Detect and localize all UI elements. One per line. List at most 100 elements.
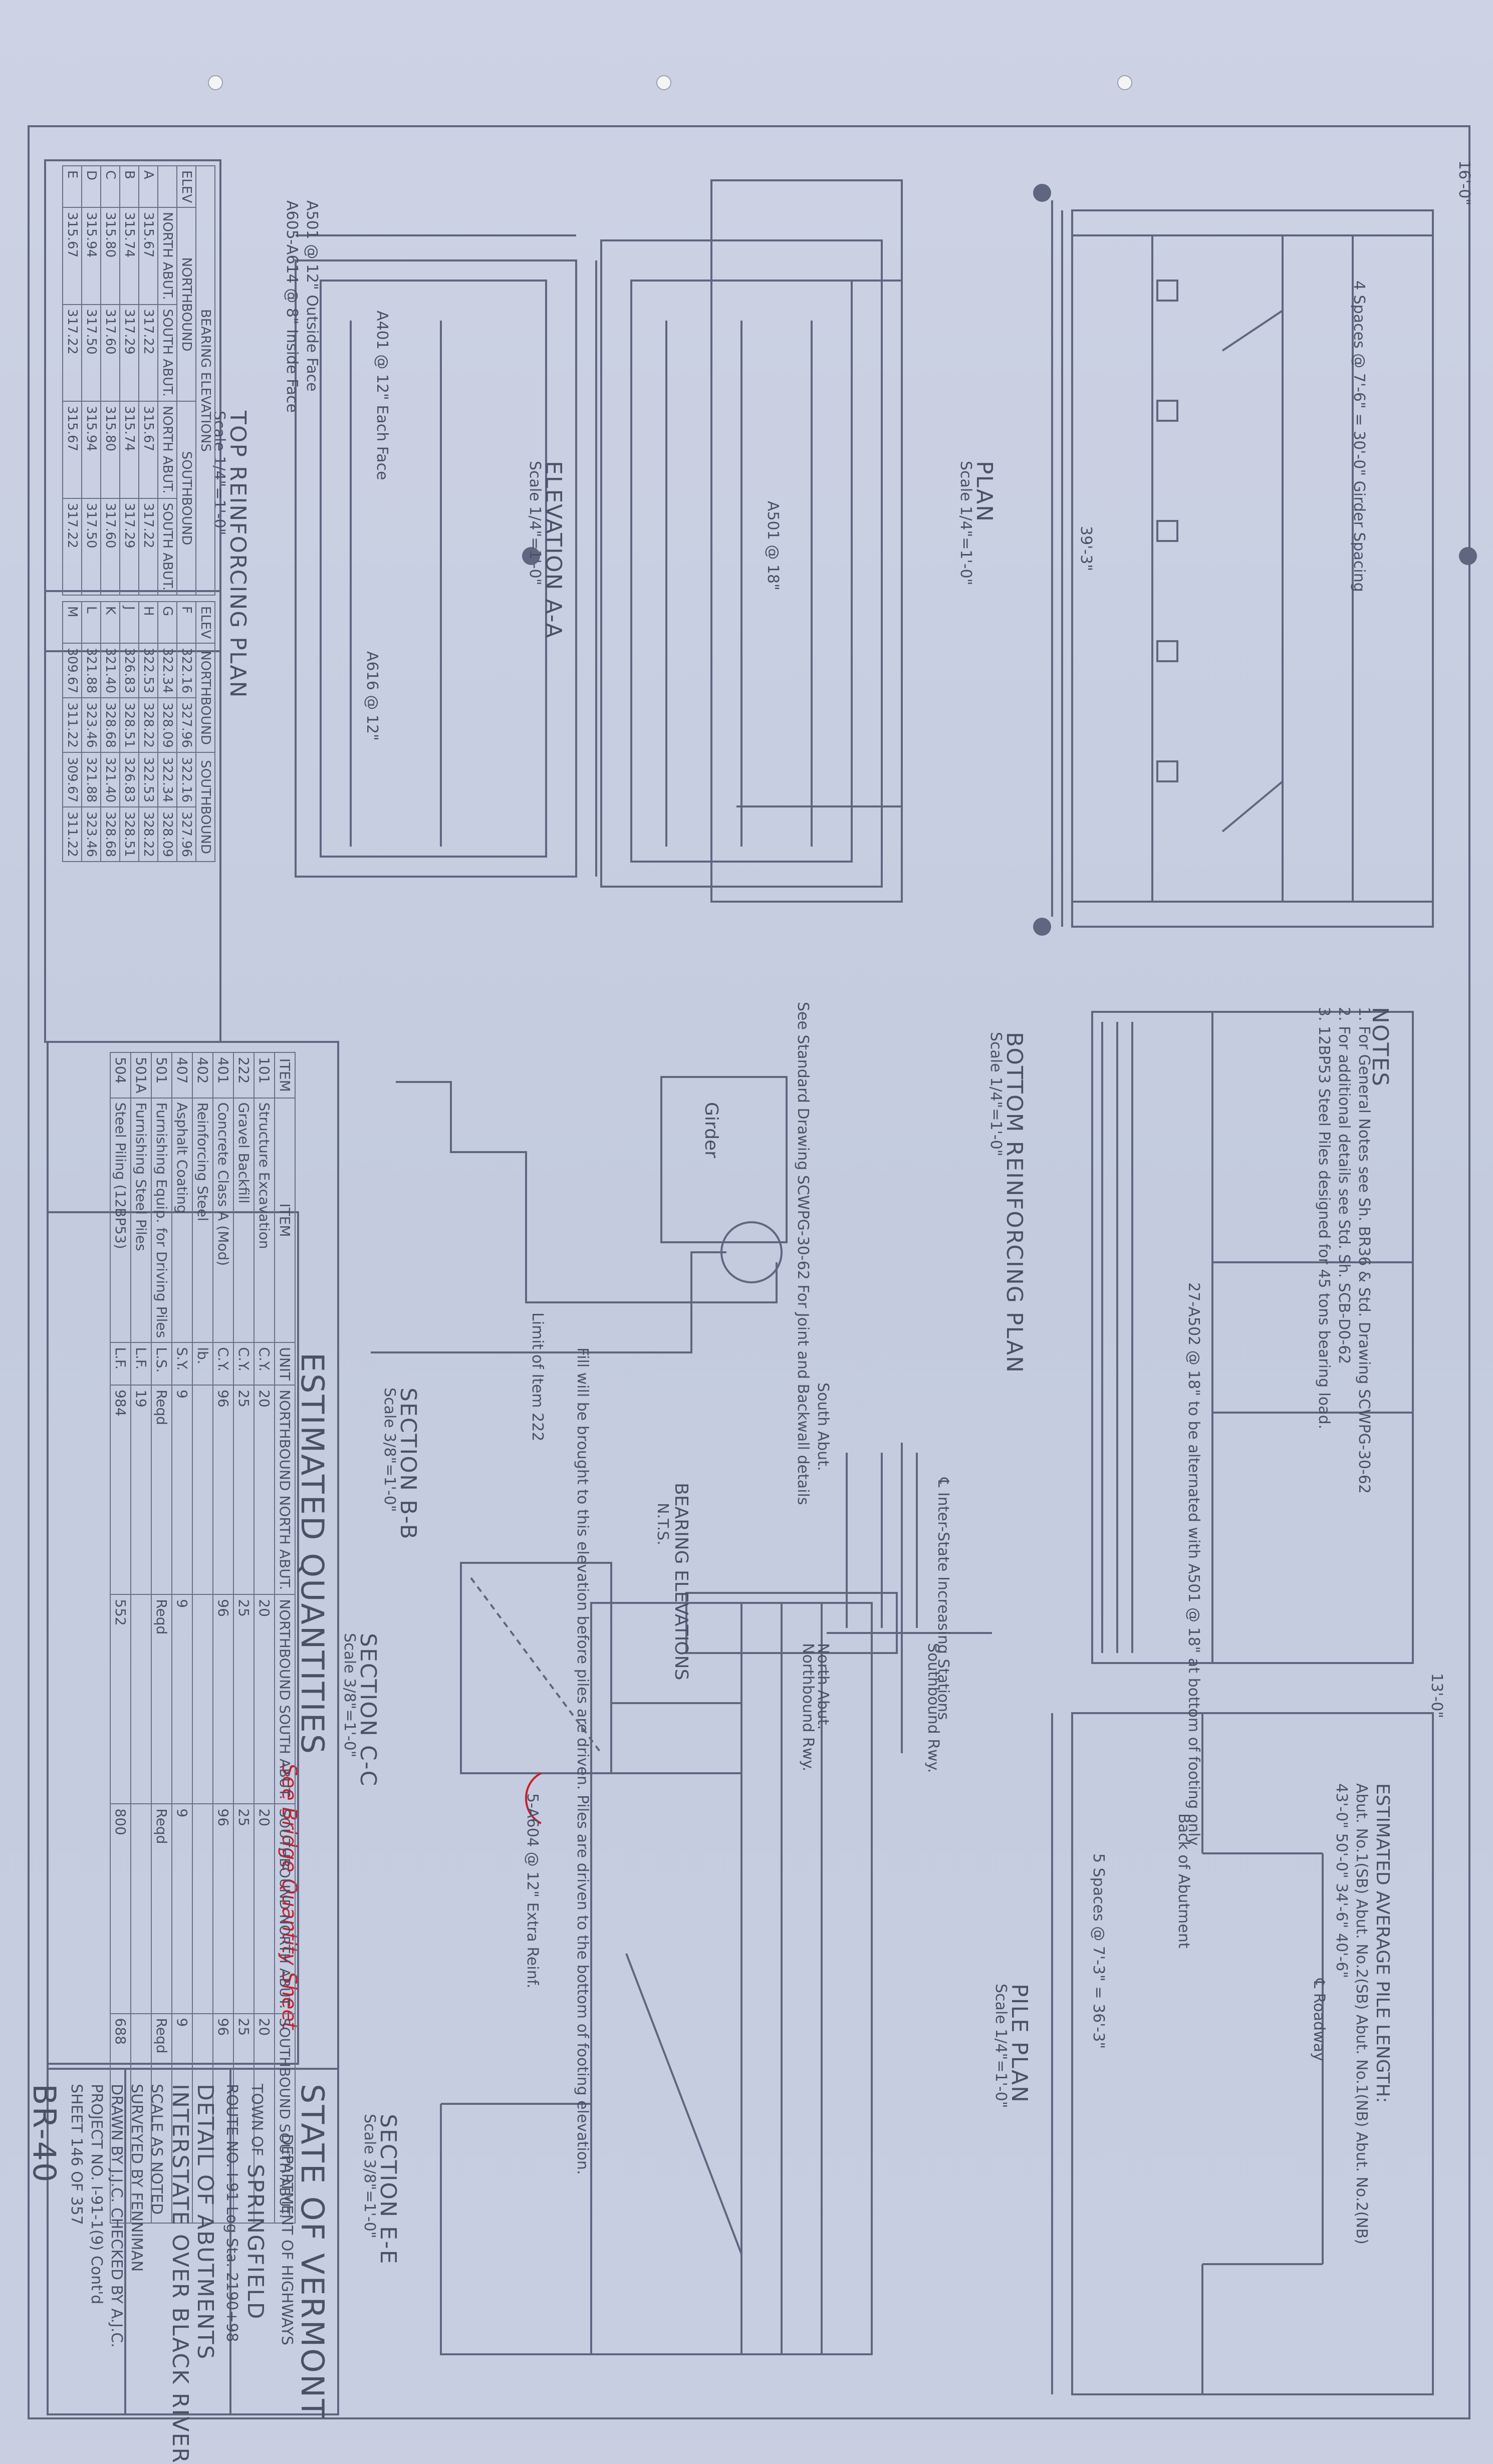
section-cc-outline: [460, 1562, 612, 1774]
bearing-elevations-title: BEARING ELEVATIONS: [671, 1483, 691, 1681]
abutment-plan-outline: [1071, 209, 1434, 928]
red-markup-bracket: [525, 1772, 542, 1824]
elevation-aa-title: ELEVATION A-A: [541, 461, 566, 639]
note-3: 3. 12BP53 Steel Piles designed for 45 to…: [1315, 1007, 1333, 1430]
pile-length-heading: ESTIMATED AVERAGE PILE LENGTH:: [1372, 1783, 1393, 2103]
a501-18-label: A501 @ 18": [764, 501, 782, 591]
bottom-reinforcing-title: BOTTOM REINFORCING PLAN: [1002, 1032, 1027, 1374]
girder-spacing: 4 Spaces @ 7'-6" = 30'-0" Girder Spacing: [1350, 281, 1368, 592]
punch-hole: [656, 75, 671, 90]
route-line: ROUTE NO. I-91 Log Sta. 2190+98: [223, 2084, 240, 2342]
pile-spacing: 5 Spaces @ 7'-3" = 36'-3": [1090, 1853, 1107, 2049]
detail-title: DETAIL OF ABUTMENTS: [192, 2084, 218, 2360]
section-ee-outline: [590, 1602, 873, 2355]
bearing-table-frame: [44, 159, 221, 652]
girder-section: [660, 1076, 788, 1243]
dim-39: 39'-3": [1077, 526, 1095, 572]
bearing-elevations-table: BEARING ELEVATIONS ELEV NORTHBOUND SOUTH…: [62, 165, 215, 596]
top-reinforcing-outline: [295, 259, 577, 878]
project-title: INTERSTATE OVER BLACK RIVER: [167, 2084, 193, 2464]
bearing-nts: N.T.S.: [654, 1503, 671, 1545]
a605-label: A605-A614 @ 8" Inside Face: [283, 200, 301, 413]
limit-222-label: Limit of Item 222: [529, 1312, 546, 1442]
elevation-aa-outline: [600, 239, 883, 888]
plan-outline: [710, 179, 903, 903]
state-title: STATE OF VERMONT: [294, 2084, 331, 2420]
section-bb-scale: Scale 3/8"=1'-0": [381, 1388, 398, 1512]
bottom-reinforcing-outline: [1091, 1011, 1414, 1664]
quantities-table: ITEM ITEM UNIT NORTHBOUND NORTH ABUT. NO…: [110, 1052, 296, 2224]
drawn-line: DRAWN BY J.J.C. CHECKED BY A.J.C.: [108, 2084, 125, 2348]
girder-label: Girder: [701, 1102, 721, 1158]
pile-length-line2: 43'-0" 50'-0" 34'-6" 40'-6": [1333, 1783, 1350, 1979]
southbound-rwy-label: Southbound Rwy.: [924, 1643, 942, 1773]
sheet-border: [28, 125, 1470, 2419]
extra-reinf-label: 5-A604 @ 12" Extra Reinf.: [524, 1793, 541, 1989]
quantities-title: ESTIMATED QUANTITIES: [294, 1352, 331, 1756]
pile-plan-title: PILE PLAN: [1007, 1984, 1032, 2103]
section-bb-title: SECTION B-B: [395, 1388, 421, 1540]
pile-plan-scale: Scale 1/4"=1'-0": [992, 1984, 1010, 2108]
bearing-table-title: BEARING ELEVATIONS: [196, 166, 215, 595]
a401-label: A401 @ 12" Each Face: [373, 311, 391, 480]
elevation-aa-scale: Scale 1/4"=1'-0": [526, 461, 544, 586]
plan-title: PLAN: [971, 461, 997, 523]
town-name: SPRINGFIELD: [242, 2164, 268, 2320]
surveyed-line: SURVEYED BY FENNIMAN: [128, 2084, 145, 2272]
section-mark-b: [1459, 547, 1477, 565]
northbound-rwy-label: Northbound Rwy.: [799, 1643, 817, 1772]
fill-note: Fill will be brought to this elevation b…: [574, 1347, 591, 2175]
roadway-label: ℄ Roadway: [1310, 1979, 1328, 2061]
town-label: TOWN OF: [248, 2084, 266, 2156]
sheet-number: SHEET 146 OF 357: [68, 2084, 85, 2225]
north-abut-label: North Abut.: [814, 1643, 832, 1730]
pile-length-line1: Abut. No.1(SB) Abut. No.2(SB) Abut. No.1…: [1353, 1783, 1370, 2245]
note-1: 1. For General Notes see Sh. BR36 & Std.…: [1355, 1007, 1373, 1494]
drawing-code: BR-40: [26, 2084, 63, 2184]
punch-hole: [208, 75, 223, 90]
scale-line: SCALE AS NOTED: [148, 2084, 165, 2215]
section-cc-scale: Scale 3/8"=1'-0": [341, 1633, 358, 1758]
section-mark-a: [1033, 184, 1051, 202]
bottom-reinforcing-scale: Scale 1/4"=1'-0": [987, 1032, 1005, 1157]
a616-label: A616 @ 12": [363, 651, 381, 741]
south-abut-label: South Abut.: [814, 1383, 832, 1471]
project-no: PROJECT NO. I-91-1(9) Cont'd: [88, 2084, 105, 2305]
section-mark-c: [522, 547, 540, 565]
see-std-label: See Standard Drawing SCWPG-30-62 For Joi…: [794, 1002, 812, 1505]
dim-13: 13'-0": [1428, 1673, 1445, 1719]
pile-plan-outline: [1071, 1712, 1434, 2395]
section-cc-title: SECTION C-C: [355, 1633, 381, 1787]
department: DEPARTMENT OF HIGHWAYS: [278, 2134, 296, 2346]
section-mark-e: [1033, 918, 1051, 936]
section-ee-scale: Scale 3/8"=1'-0": [361, 2114, 378, 2239]
a501-label: A501 @ 12" Outside Face: [303, 200, 321, 392]
note-2: 2. For additional details see Std. Sh. S…: [1335, 1007, 1353, 1364]
alternate-note: 27-A502 @ 18" to be alternated with A501…: [1185, 1282, 1202, 1846]
dim-16-top: 16'-0": [1455, 160, 1473, 206]
title-block-frame: [47, 2068, 339, 2415]
section-ee-title: SECTION E-E: [375, 2114, 401, 2265]
